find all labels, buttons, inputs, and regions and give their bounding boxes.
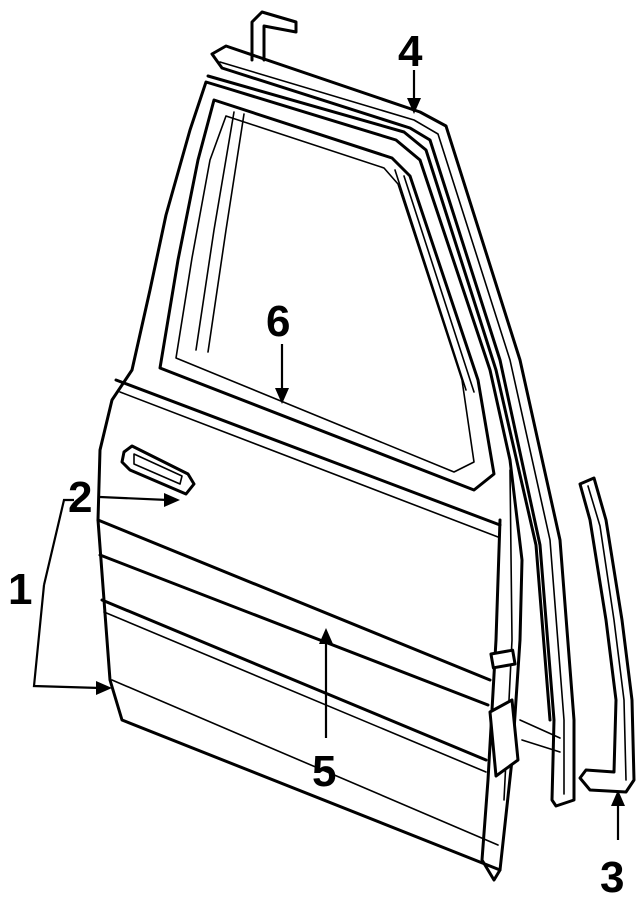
callout-3: 3: [600, 853, 624, 902]
door-frame-seal: [206, 10, 576, 808]
callout-2: 2: [68, 473, 92, 522]
callout-5: 5: [312, 747, 336, 796]
leader-lines: [32, 70, 625, 840]
callout-6: 6: [266, 297, 290, 346]
rear-weatherstrip: [578, 476, 636, 794]
outside-door-handle: [120, 444, 196, 496]
callout-4: 4: [398, 27, 423, 76]
callout-1: 1: [8, 565, 32, 614]
door-shell: [96, 80, 561, 882]
